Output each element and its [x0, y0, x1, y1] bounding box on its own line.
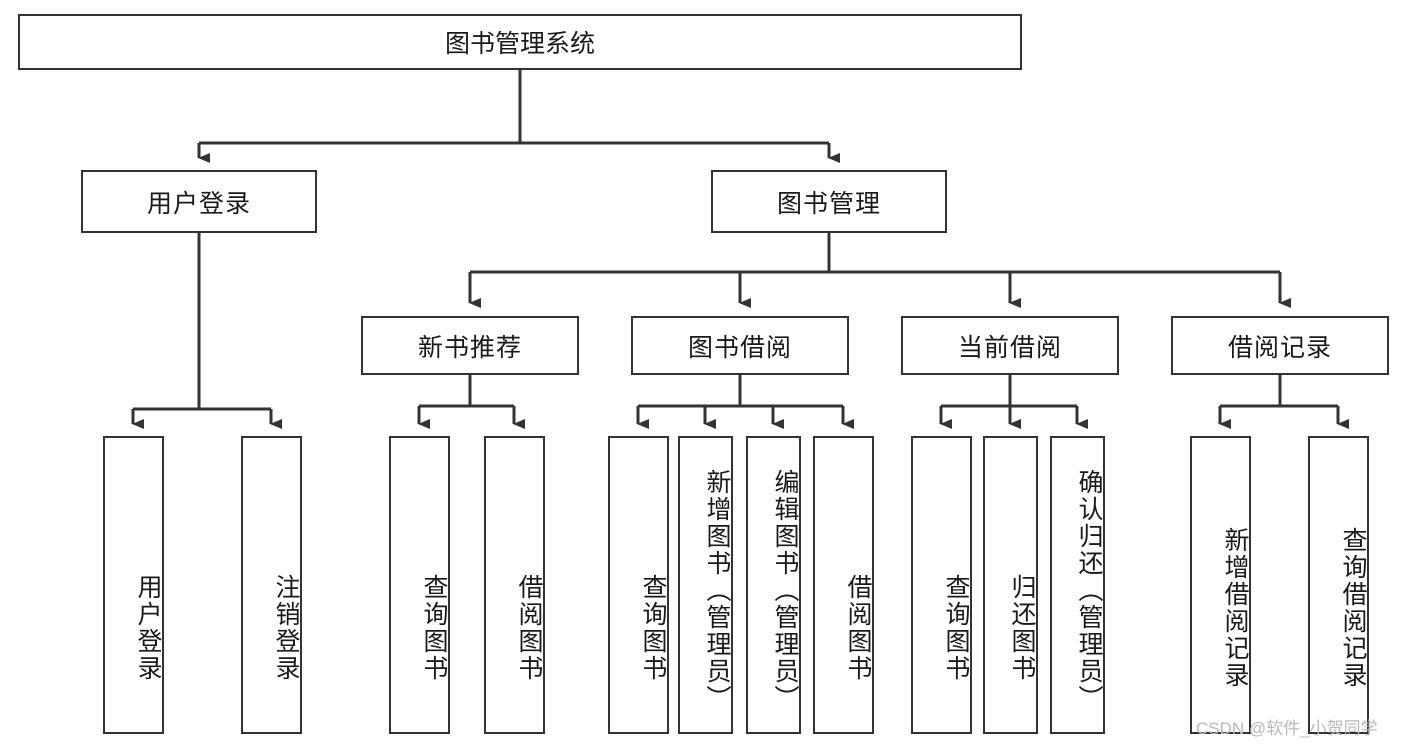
- node-current-borrow[interactable]: 当前借阅: [901, 316, 1119, 375]
- node-root-label: 图书管理系统: [444, 29, 595, 58]
- node-leaf-borrow-book-1-label: 借阅图书: [515, 573, 544, 682]
- node-book-borrow[interactable]: 图书借阅: [631, 316, 849, 375]
- node-current-borrow-label: 当前借阅: [957, 332, 1062, 362]
- node-new-book-recommend[interactable]: 新书推荐: [361, 316, 579, 375]
- csdn-watermark: CSDN @软件_小贺同学: [1196, 719, 1378, 738]
- node-leaf-return-book-label: 归还图书: [1008, 573, 1037, 682]
- node-leaf-borrow-book-2-label: 借阅图书: [844, 573, 873, 682]
- node-leaf-query-book-1[interactable]: 查询图书: [389, 436, 450, 734]
- node-leaf-borrow-book-2[interactable]: 借阅图书: [813, 436, 874, 734]
- node-borrow-record[interactable]: 借阅记录: [1171, 316, 1389, 375]
- node-leaf-user-login-label: 用户登录: [134, 573, 163, 682]
- node-book-manage-label: 图书管理: [776, 188, 881, 218]
- node-leaf-add-book[interactable]: 新增图书（管理员）: [678, 436, 733, 734]
- node-leaf-query-book-3-label: 查询图书: [942, 573, 971, 682]
- node-leaf-user-login[interactable]: 用户登录: [103, 436, 164, 734]
- node-user-login-label: 用户登录: [146, 188, 251, 218]
- node-borrow-record-label: 借阅记录: [1227, 332, 1332, 362]
- node-leaf-edit-book[interactable]: 编辑图书（管理员）: [746, 436, 801, 734]
- node-book-manage[interactable]: 图书管理: [711, 170, 947, 233]
- node-leaf-query-book-2[interactable]: 查询图书: [608, 436, 669, 734]
- node-leaf-confirm-return[interactable]: 确认归还（管理员）: [1050, 436, 1105, 734]
- node-leaf-edit-book-label: 编辑图书（管理员）: [771, 468, 800, 712]
- node-leaf-add-record[interactable]: 新增借阅记录: [1190, 436, 1251, 734]
- node-book-borrow-label: 图书借阅: [687, 332, 792, 362]
- node-leaf-query-book-1-label: 查询图书: [420, 573, 449, 682]
- node-leaf-add-book-label: 新增图书（管理员）: [703, 468, 732, 712]
- node-leaf-query-book-3[interactable]: 查询图书: [911, 436, 972, 734]
- node-leaf-user-logout[interactable]: 注销登录: [241, 436, 302, 734]
- node-leaf-confirm-return-label: 确认归还（管理员）: [1075, 468, 1104, 712]
- node-user-login[interactable]: 用户登录: [81, 170, 317, 233]
- node-new-book-recommend-label: 新书推荐: [417, 332, 522, 362]
- node-leaf-return-book[interactable]: 归还图书: [983, 436, 1038, 734]
- node-leaf-query-book-2-label: 查询图书: [639, 573, 668, 682]
- node-leaf-query-record[interactable]: 查询借阅记录: [1308, 436, 1369, 734]
- node-root[interactable]: 图书管理系统: [18, 14, 1022, 70]
- node-leaf-borrow-book-1[interactable]: 借阅图书: [484, 436, 545, 734]
- node-leaf-add-record-label: 新增借阅记录: [1221, 526, 1250, 689]
- node-leaf-user-logout-label: 注销登录: [272, 573, 301, 682]
- node-leaf-query-record-label: 查询借阅记录: [1339, 526, 1368, 689]
